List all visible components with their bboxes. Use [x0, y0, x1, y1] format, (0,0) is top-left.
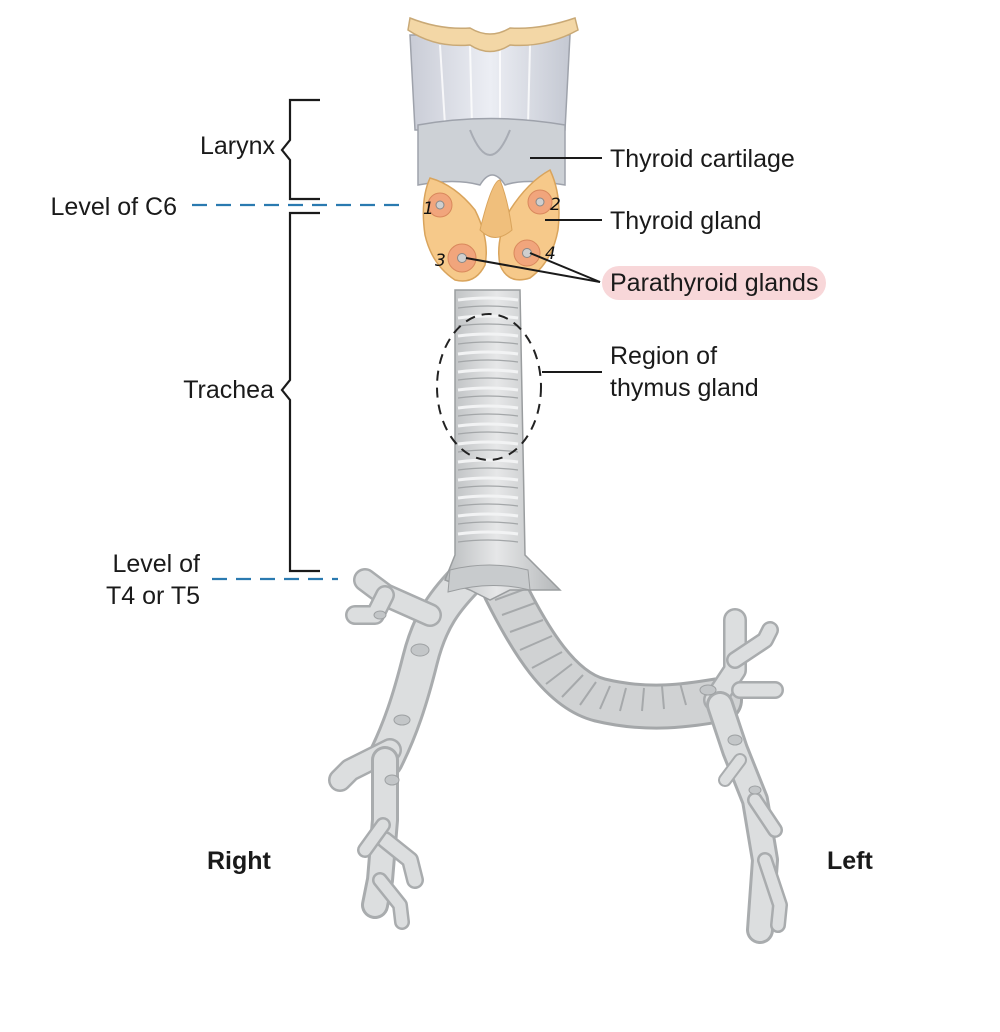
thymus-region-outline [436, 313, 542, 461]
trachea-bracket [280, 211, 320, 573]
parathyroid-leader-3 [465, 257, 601, 283]
bronchus-cartilage [373, 610, 762, 795]
gland-number-1: 1 [423, 199, 434, 219]
level-t4-line2: T4 or T5 [105, 582, 200, 610]
right-side-label: Right [207, 847, 271, 875]
larynx-label: Larynx [199, 132, 275, 160]
thyroid-gland-label: Thyroid gland [610, 207, 762, 235]
parathyroid-gland-4 [513, 239, 541, 267]
parathyroid-glands-label: Parathyroid glands [602, 266, 827, 300]
gland-number-4: 4 [545, 244, 556, 264]
parathyroid-gland-3 [447, 243, 477, 273]
thymus-label-line2: thymus gland [610, 374, 759, 402]
level-t4-line1: Level of [112, 550, 200, 578]
left-side-label: Left [827, 847, 873, 875]
level-c6-label: Level of C6 [50, 193, 177, 221]
thymus-label: Region of thymus gland [610, 340, 759, 404]
parathyroid-leader-4 [529, 252, 601, 283]
gland-number-3: 3 [435, 251, 446, 271]
larynx-cartilage [407, 16, 579, 186]
larynx-bracket [280, 98, 320, 201]
level-t4-label: Level of T4 or T5 [60, 548, 200, 612]
thyroid-cartilage-label: Thyroid cartilage [610, 145, 795, 173]
gland-number-2: 2 [550, 195, 561, 215]
thymus-label-line1: Region of [610, 342, 718, 370]
trachea-label: Trachea [183, 376, 274, 404]
trachea [444, 289, 562, 601]
right-bronchus [328, 556, 489, 930]
parathyroid-gland-2 [527, 189, 553, 215]
left-bronchus-rings [494, 587, 687, 712]
parathyroid-gland-1 [427, 192, 453, 218]
left-bronchus [482, 567, 788, 944]
